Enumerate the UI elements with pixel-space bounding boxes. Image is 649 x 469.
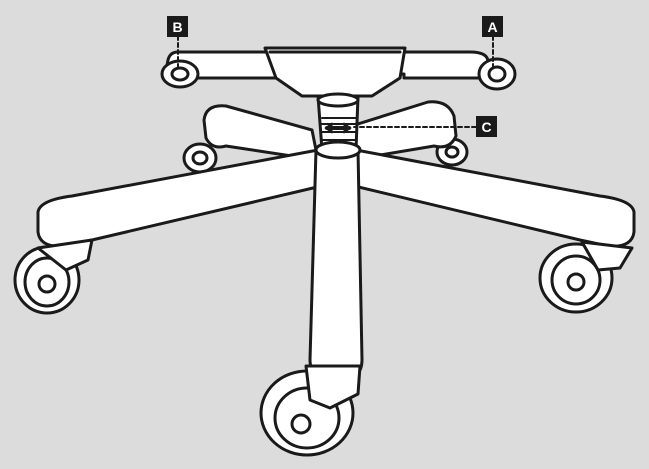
front-left-caster — [15, 240, 92, 313]
seat-plate — [162, 48, 515, 96]
front-right-caster — [540, 242, 632, 312]
callout-label-b: B — [167, 16, 188, 37]
callout-label-a: A — [482, 16, 503, 37]
front-center-caster — [261, 366, 360, 455]
center-hub — [316, 142, 360, 158]
callout-label-c: C — [476, 116, 497, 137]
front-left-arm — [38, 150, 330, 246]
front-center-arm — [310, 150, 362, 380]
rear-left-caster — [184, 144, 216, 172]
front-right-arm — [346, 150, 634, 246]
mount-screw-b — [162, 61, 198, 87]
mount-screw-a — [479, 59, 515, 89]
